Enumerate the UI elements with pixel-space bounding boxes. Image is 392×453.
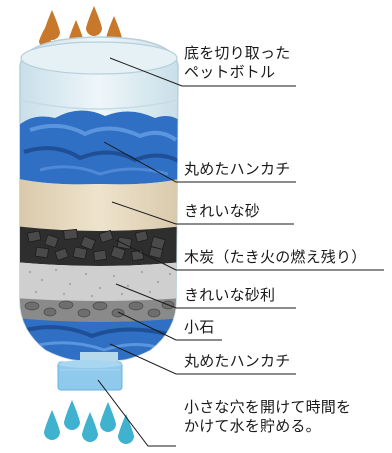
leader-lines — [97, 57, 384, 447]
clean-water-drops — [44, 400, 134, 444]
label-bottle-line1: 底を切り取った — [184, 44, 291, 62]
water-drop-icon — [44, 410, 60, 440]
leader-line-bottle — [109, 57, 296, 87]
bottle-cap — [57, 352, 123, 391]
filter-layers — [19, 110, 179, 360]
water-drop-icon — [64, 400, 80, 430]
sand-layer — [19, 178, 179, 239]
water-drop-icon — [100, 402, 116, 432]
label-bottle-line2: ペットボトル — [184, 63, 276, 81]
cloth-layer-top — [19, 110, 179, 185]
label-cloth-top: 丸めたハンカチ — [184, 160, 291, 178]
label-instruction: 小さな穴を開けて時間を かけて水を貯める。 — [184, 398, 351, 436]
label-instruction-line1: 小さな穴を開けて時間を — [184, 398, 352, 416]
water-drop-icon — [82, 412, 98, 442]
leader-line-pebbles — [117, 311, 222, 341]
charcoal-layer — [19, 226, 179, 266]
label-instruction-line2: かけて水を貯める。 — [184, 417, 321, 435]
leader-line-cloth-bottom — [109, 343, 296, 375]
label-cloth-bottom: 丸めたハンカチ — [184, 352, 291, 370]
water-drop-icon — [86, 6, 102, 36]
leader-line-charcoal — [115, 239, 384, 271]
label-gravel: きれいな砂利 — [184, 286, 276, 304]
leader-line-cloth-top — [103, 141, 296, 183]
water-drop-icon — [39, 26, 51, 47]
leader-line-instruction — [97, 379, 176, 447]
gravel-layer — [19, 262, 179, 303]
water-drop-icon — [118, 414, 134, 444]
leader-line-sand — [111, 201, 294, 225]
label-bottle: 底を切り取った ペットボトル — [184, 44, 290, 82]
label-charcoal: 木炭（たき火の燃え残り） — [184, 248, 367, 266]
label-pebbles: 小石 — [184, 318, 215, 336]
label-sand: きれいな砂 — [184, 202, 261, 220]
pebble-layer — [19, 298, 179, 323]
leader-line-gravel — [115, 283, 296, 309]
